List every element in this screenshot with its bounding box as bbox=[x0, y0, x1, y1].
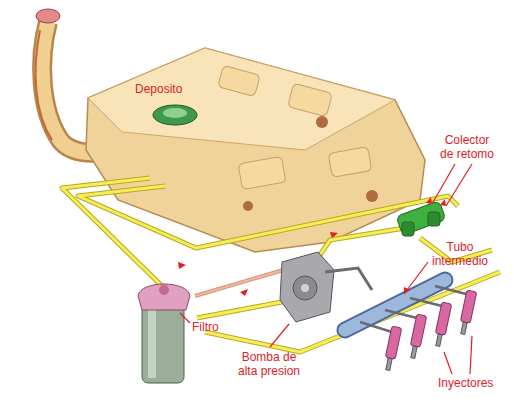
injector bbox=[385, 326, 401, 359]
injector bbox=[460, 290, 476, 323]
fuel-tank bbox=[328, 147, 372, 178]
filler-neck bbox=[36, 9, 60, 23]
fuel-pipe-outline bbox=[205, 272, 500, 352]
fuel-filter bbox=[159, 285, 169, 295]
flow-arrow bbox=[178, 197, 446, 296]
flow-arrow bbox=[426, 197, 432, 204]
fuel-tank bbox=[238, 156, 286, 189]
fuel-filter bbox=[138, 284, 190, 310]
return-collector bbox=[402, 222, 414, 236]
high-pressure-pipe bbox=[325, 268, 372, 290]
fuel-filter bbox=[148, 310, 156, 378]
high-pressure-pump bbox=[293, 276, 317, 300]
fuel-pipe-outline bbox=[62, 178, 500, 352]
filler-neck bbox=[36, 30, 52, 140]
feed-pipe bbox=[195, 268, 290, 296]
fuel-tank bbox=[88, 48, 395, 150]
return-collector bbox=[428, 212, 440, 226]
high-pressure-pump bbox=[280, 252, 334, 322]
leader-line bbox=[180, 164, 472, 374]
injector bbox=[411, 346, 417, 359]
injector bbox=[383, 290, 477, 371]
fuel-tank bbox=[316, 116, 328, 128]
leader-line bbox=[444, 352, 452, 374]
injector bbox=[458, 290, 477, 335]
feed-pipe bbox=[195, 268, 290, 296]
injector bbox=[383, 326, 402, 371]
injector bbox=[461, 322, 467, 335]
fuel-filter bbox=[142, 305, 184, 383]
leader-line bbox=[446, 164, 472, 206]
flow-arrow bbox=[404, 287, 410, 294]
return-collector bbox=[396, 201, 446, 236]
fuel-filter bbox=[138, 284, 190, 383]
high-pressure-pump bbox=[280, 252, 334, 322]
part-label: Inyectores bbox=[438, 376, 493, 390]
leader-line bbox=[404, 262, 428, 294]
part-label: Colector de retomo bbox=[438, 133, 496, 161]
fuel-pipe bbox=[197, 302, 282, 318]
fuel-tank bbox=[218, 65, 260, 96]
part-label: Deposito bbox=[135, 82, 182, 96]
fuel-tank bbox=[153, 105, 197, 125]
injector bbox=[433, 302, 452, 347]
part-label: Tubo intermedio bbox=[430, 240, 490, 268]
injector bbox=[410, 314, 426, 347]
fuel-pipe bbox=[62, 178, 500, 352]
injector bbox=[386, 358, 392, 371]
fuel-tank bbox=[163, 108, 187, 118]
flow-arrow bbox=[178, 262, 186, 269]
flow-arrow bbox=[240, 289, 248, 296]
part-label: Bomba de alta presion bbox=[236, 350, 302, 378]
fuel-pipe-outline bbox=[197, 302, 282, 318]
leader-line bbox=[470, 336, 472, 374]
flow-arrow bbox=[440, 199, 446, 206]
fuel-tank bbox=[243, 201, 253, 211]
injector bbox=[435, 302, 451, 335]
fuel-tank bbox=[288, 83, 333, 117]
return-collector bbox=[396, 201, 446, 236]
part-label: Filtro bbox=[192, 320, 219, 334]
fuel-pipe-outline bbox=[78, 186, 458, 248]
injector bbox=[436, 334, 442, 347]
fuel-pipe bbox=[78, 186, 458, 248]
flow-arrow bbox=[330, 232, 338, 238]
fuel-pipe bbox=[205, 272, 500, 352]
fuel-tank bbox=[366, 190, 378, 202]
fuel-pipe bbox=[314, 228, 405, 264]
high-pressure-pump bbox=[301, 284, 309, 292]
injector bbox=[408, 314, 427, 359]
leader-line bbox=[180, 313, 190, 323]
fuel-pipe-outline bbox=[314, 228, 405, 264]
leader-line bbox=[270, 324, 289, 347]
